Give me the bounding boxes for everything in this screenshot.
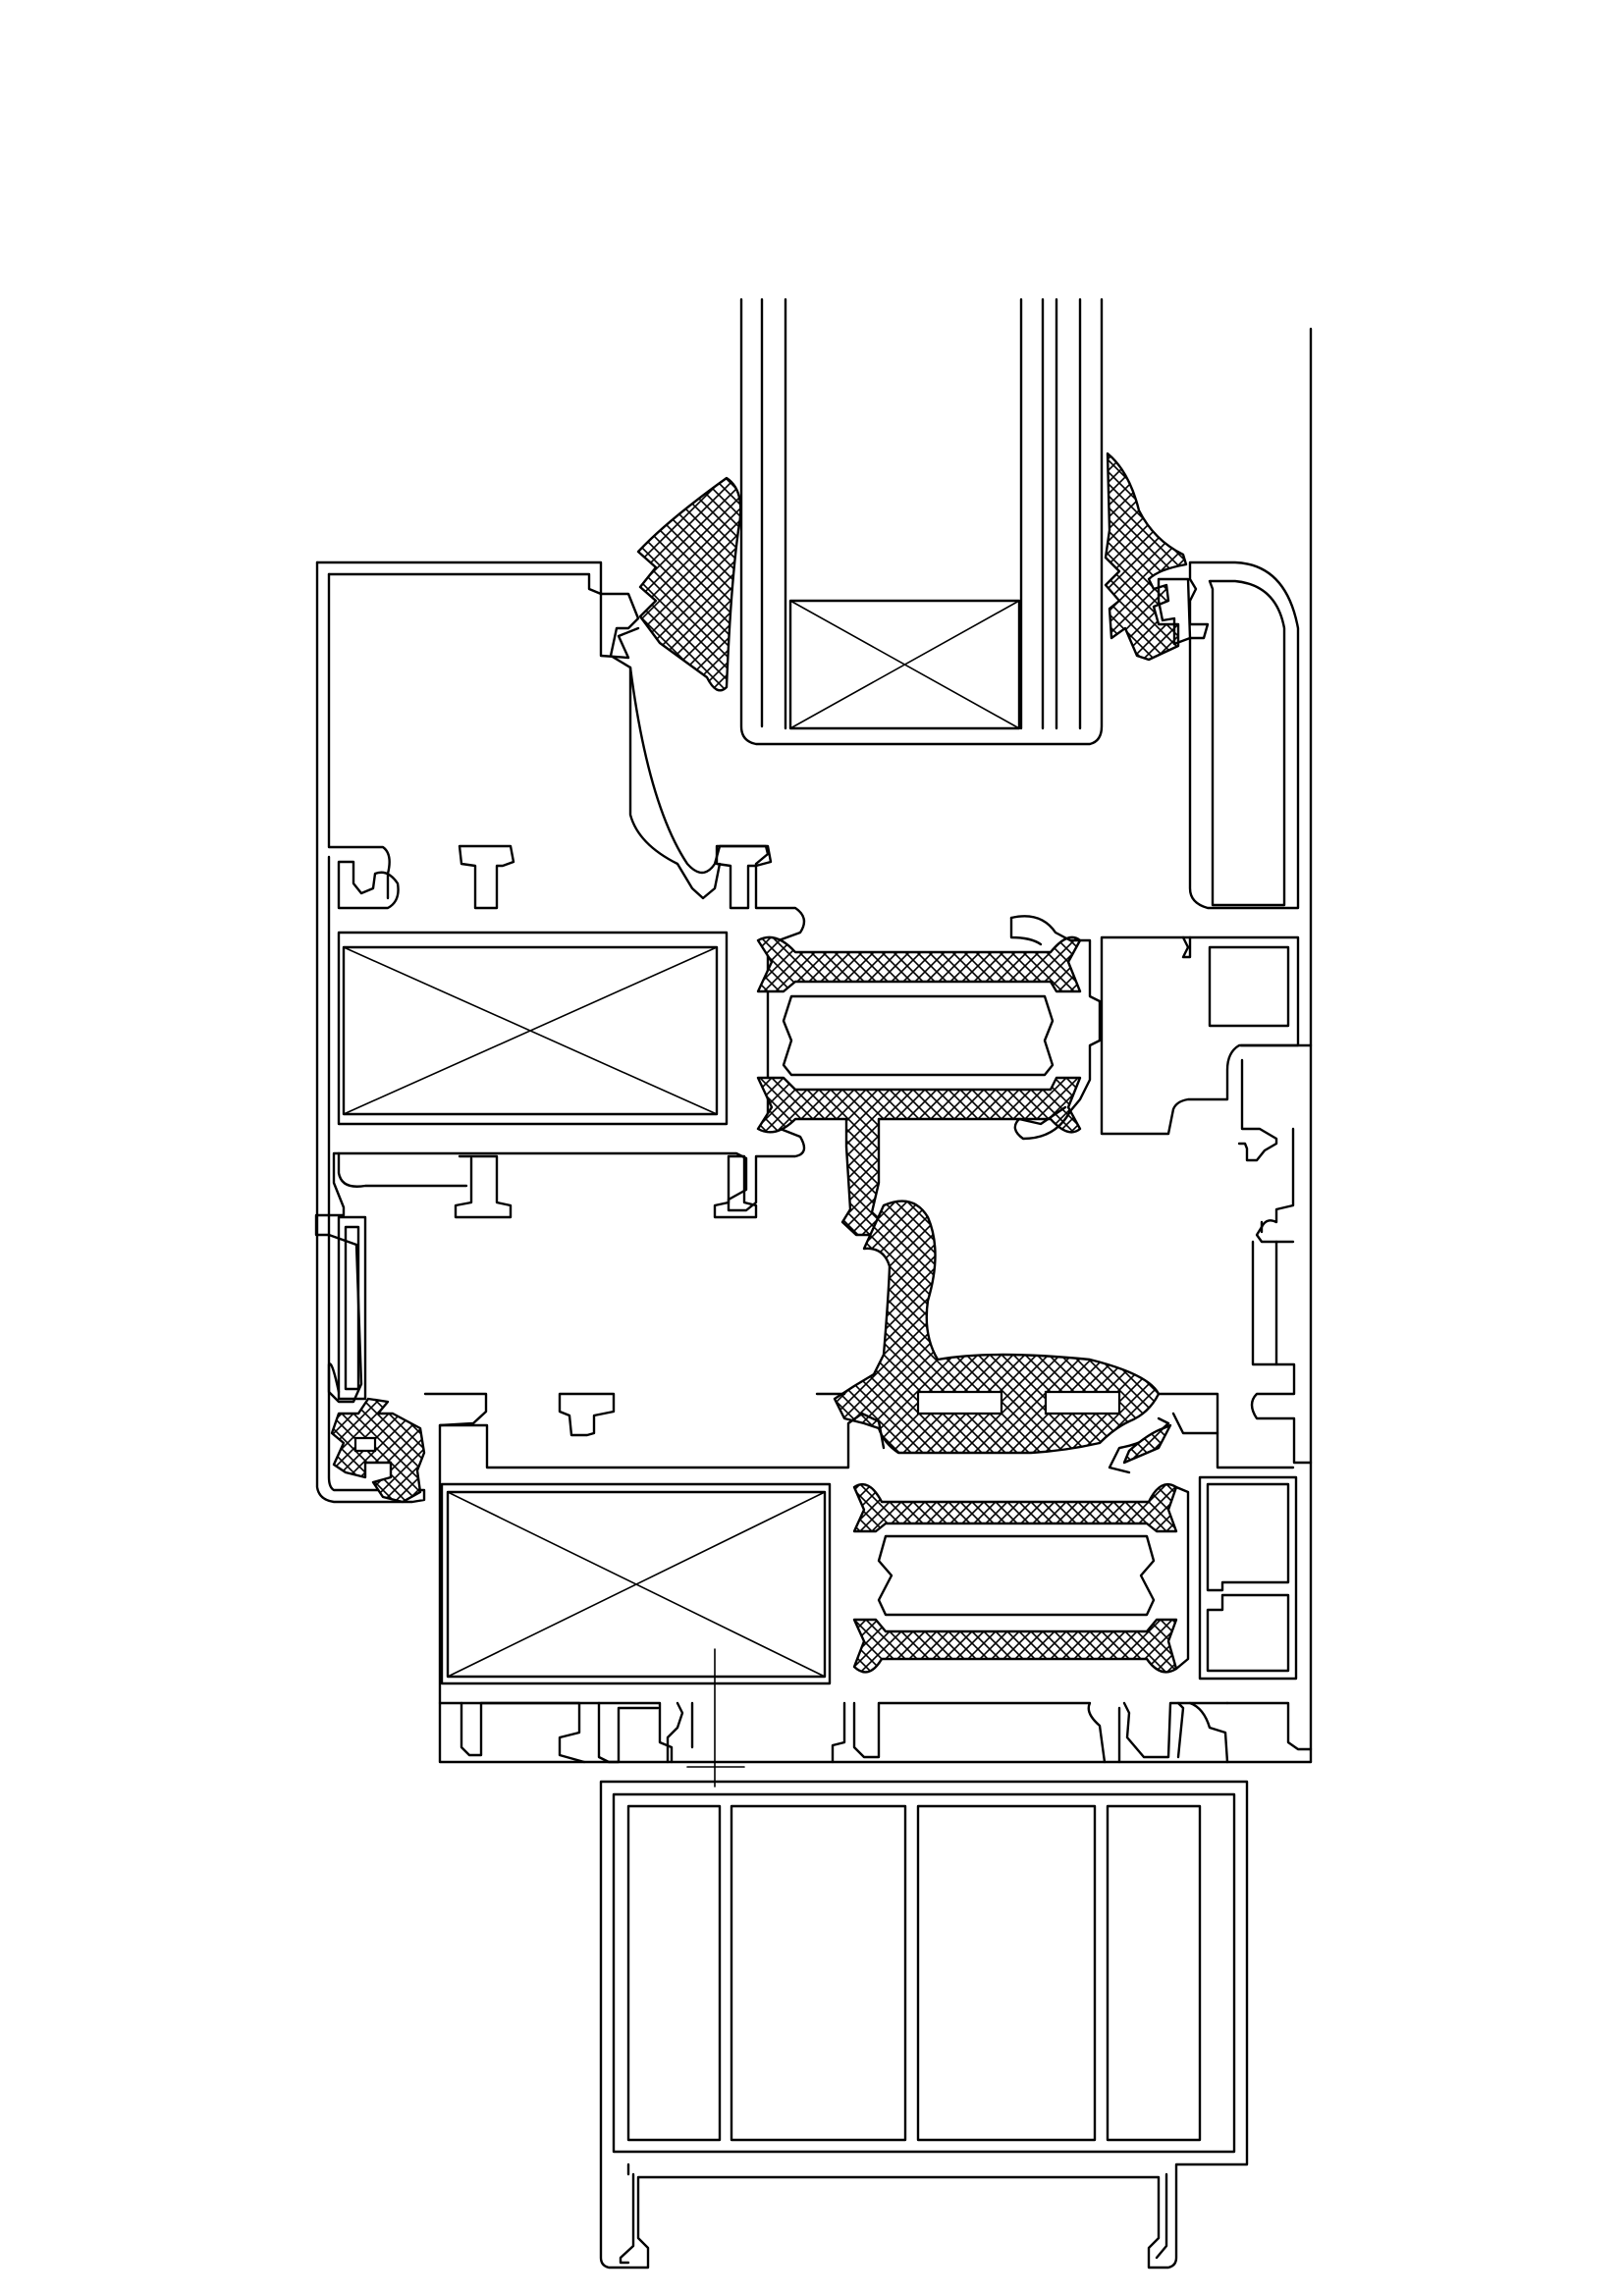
frame-reinforcement <box>440 1482 832 1788</box>
sash-thermal-chamber <box>782 994 1055 1077</box>
sash-top-chamber <box>327 572 603 596</box>
sash-thermal-break <box>756 935 1082 1237</box>
sash-side-chamber <box>337 1215 367 1401</box>
frame-bottom-slot <box>1176 1701 1229 1764</box>
frame-bottom-slot <box>597 1701 660 1764</box>
outer-weather-gasket-core <box>353 1436 377 1453</box>
sash-profile <box>314 561 806 1504</box>
sash-inner-profile <box>1009 915 1300 1141</box>
frame-bottom-slot <box>460 1701 586 1764</box>
frame-bottom-right <box>1225 1701 1313 1751</box>
glazing-bead-clip <box>1157 577 1192 646</box>
frame-bottom-slot <box>1117 1701 1229 1764</box>
sash-t-slot <box>715 844 773 910</box>
sash-steel-cross <box>343 946 718 1115</box>
sash-insulating-strip-bottom <box>756 1076 1082 1237</box>
sill-lower-leg <box>619 2163 1168 2265</box>
sash-hook <box>599 592 640 660</box>
frame-bottom-rail <box>438 1701 1313 1764</box>
spacer-bar-cross <box>789 600 1020 729</box>
sash-left-wall <box>315 561 426 1504</box>
glazing-bead-inner-chamber <box>1208 579 1286 907</box>
sash-inner-notch <box>1181 935 1192 959</box>
frame-bottom-slot <box>666 1701 694 1764</box>
sash-t-slot <box>458 844 515 910</box>
frame-thermal-chamber <box>877 1534 1156 1617</box>
sash-t-slot-lower <box>713 1154 758 1219</box>
center-mark <box>686 1648 745 1788</box>
sash-channel-left <box>337 860 400 910</box>
sash-lower <box>337 1151 758 1401</box>
sash-t-slot-lower <box>454 1154 513 1219</box>
sill-outer-outline <box>599 1780 1249 2269</box>
glazing-bead-outline <box>1188 561 1300 910</box>
glazing-unit <box>739 297 1104 746</box>
frame-insulating-strip-bottom <box>852 1618 1178 1674</box>
frame-bottom-inner-line <box>438 1701 674 1764</box>
outer-weather-seal <box>330 1397 426 1504</box>
glass-pane-outer-edge <box>739 297 1104 746</box>
frame-seal-slot <box>1171 1412 1219 1435</box>
frame-bottom-slot <box>831 1701 1107 1764</box>
sill-chamber <box>626 1804 722 2142</box>
frame-drip-gasket <box>1122 1423 1172 1465</box>
frame-outer-outline <box>423 1392 1313 1764</box>
glazing-gaskets <box>636 452 1188 692</box>
frame-steel-cross <box>447 1491 826 1678</box>
inner-glazing-gasket <box>1104 452 1188 662</box>
frame-right-wall <box>1237 327 1313 1764</box>
central-gasket-hole <box>916 1390 1003 1415</box>
outer-glazing-gasket <box>636 476 742 692</box>
frame-right-chamber <box>1251 1220 1278 1366</box>
sash-inner-outline <box>1009 915 1102 1141</box>
central-gasket-hole <box>1044 1390 1121 1415</box>
frame-right-box <box>1198 1475 1298 1681</box>
sash-lower-wall <box>337 1151 468 1188</box>
frame-t-slot <box>558 1392 616 1437</box>
glazing-bead <box>1157 561 1300 910</box>
sash-glass-rebate-leg <box>628 666 722 900</box>
central-gasket <box>833 1200 1161 1455</box>
frame-right-step-lower <box>1250 1362 1313 1465</box>
frame-right-box-lower <box>1206 1593 1290 1673</box>
sill-chamber <box>916 1804 1097 2142</box>
sash-outer-outline <box>314 561 806 1404</box>
outer-weather-gasket <box>330 1397 426 1504</box>
sill-chamber <box>1106 1804 1202 2142</box>
central-seal <box>833 1200 1161 1455</box>
sash-small-chamber <box>1208 945 1290 1028</box>
frame-top-wall <box>438 1412 886 1469</box>
sash-inner-chamber <box>1009 916 1043 946</box>
frame-thermal-break <box>852 1482 1190 1674</box>
sill-profile <box>599 1780 1249 2269</box>
sash-steel-outline <box>337 931 729 1126</box>
sill-chamber <box>730 1804 907 2142</box>
sash-side-chamber-inner <box>344 1225 360 1391</box>
sash-inner-wall <box>327 572 391 900</box>
sash-reinforcement <box>337 931 729 1126</box>
sill-top-inner <box>612 1792 1236 2154</box>
frame-right-box-upper <box>1206 1482 1290 1592</box>
sash-insulating-strip-top <box>756 935 1082 993</box>
frame-thermal-right-wall <box>1174 1485 1190 1671</box>
frame-right-chamber-group <box>1198 1475 1298 1681</box>
frame-right-wall-inner <box>1255 1127 1295 1244</box>
frame-insulating-strip-top <box>852 1482 1178 1533</box>
frame-profile <box>423 1392 1313 1764</box>
frame-right-hook <box>1237 1058 1278 1162</box>
sash-inner-box <box>1100 935 1300 1136</box>
frame-steel-outline <box>440 1482 832 1685</box>
